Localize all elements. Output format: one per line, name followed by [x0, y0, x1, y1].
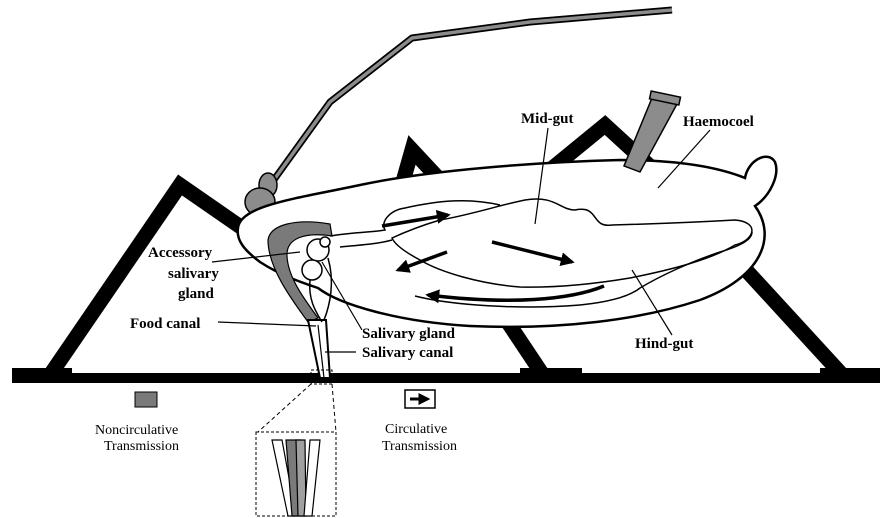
label-haemocoel: Haemocoel — [683, 114, 754, 130]
front-foot — [12, 368, 72, 382]
hind-foot — [820, 368, 880, 382]
ground-line — [12, 373, 880, 383]
label-hind-gut: Hind-gut — [635, 336, 693, 352]
label-accessory-2: salivary — [168, 266, 219, 282]
label-mid-gut: Mid-gut — [521, 111, 574, 127]
label-accessory-1: Accessory — [148, 245, 213, 261]
zoom-line-right — [332, 384, 336, 432]
salivary-gland-lower — [302, 260, 322, 280]
legend-circulative-1: Circulative — [385, 422, 447, 437]
zoom-line-left — [258, 384, 311, 432]
middle-foot — [520, 368, 582, 382]
leader-food-canal — [218, 322, 316, 326]
legend-noncirculative-2: Transmission — [104, 439, 179, 454]
legend-circulative-2: Transmission — [382, 439, 457, 454]
label-food-canal: Food canal — [130, 316, 200, 332]
salivary-gland-small — [320, 237, 330, 247]
label-accessory-3: gland — [178, 286, 215, 302]
hind-leg-lower — [735, 258, 845, 378]
legend-noncirculative-1: Noncirculative — [95, 423, 178, 438]
noncirculative-legend-swatch — [135, 392, 157, 407]
label-salivary-gland: Salivary gland — [362, 326, 456, 342]
label-salivary-canal: Salivary canal — [362, 345, 453, 361]
